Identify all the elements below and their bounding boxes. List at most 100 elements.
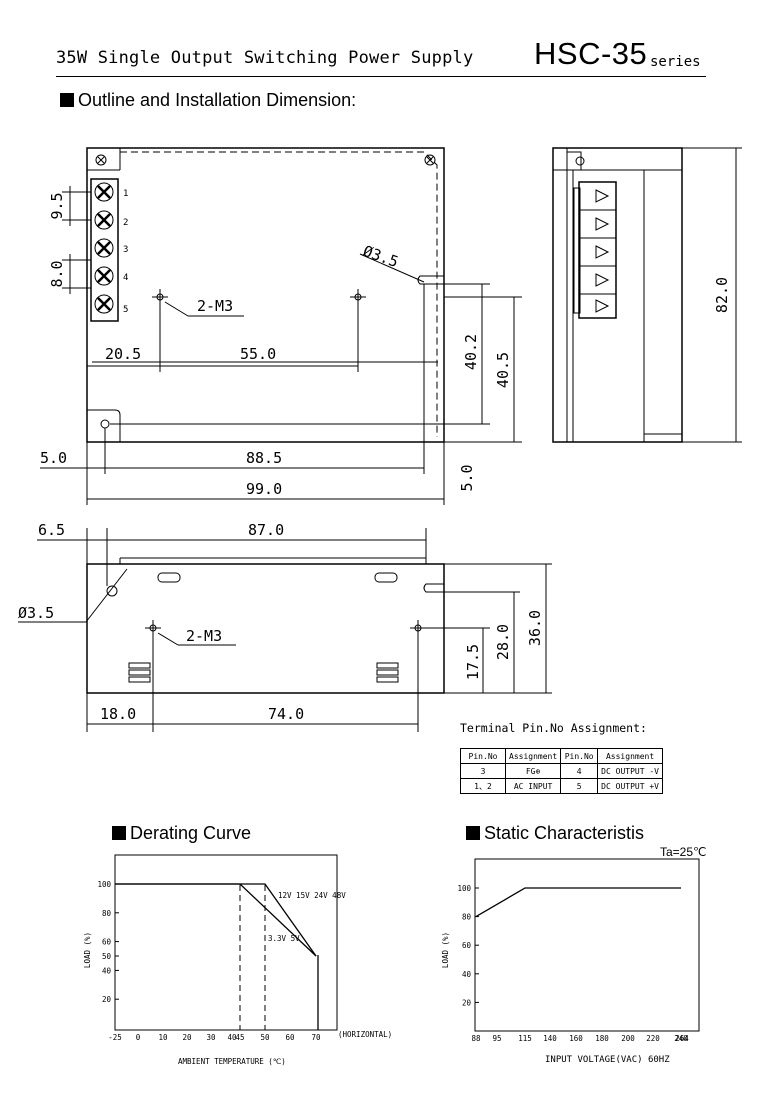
pin-number: 1 (123, 189, 128, 199)
outline-heading: Outline and Installation Dimension: (60, 90, 356, 111)
dim-5-0-right: 5.0 (458, 464, 476, 491)
dim-40-5: 40.5 (494, 352, 512, 388)
screw-label: 2-M3 (197, 297, 233, 315)
x-tick-label: 200 (621, 1034, 635, 1043)
table-cell: 1、2 (460, 778, 506, 794)
terminal-title: Terminal Pin.No Assignment: (460, 721, 647, 735)
y-tick-label: 80 (102, 909, 112, 918)
mounting-slot (423, 583, 444, 593)
derating-chart: 12V 15V 24V 48V 3.3V 5V 100 80 60 50 40 20 -2… (83, 854, 392, 1066)
bottom-view-outline (86, 563, 445, 694)
side-terminal-block (578, 181, 617, 319)
series-label: 12V 15V 24V 48V (278, 891, 346, 900)
x-tick-label: 70 (311, 1033, 321, 1042)
bullet-square-icon (112, 826, 126, 840)
x-tick-label: 140 (543, 1034, 557, 1043)
y-tick-label: 40 (102, 966, 112, 975)
dim-40-2: 40.2 (462, 334, 480, 370)
dim-74-0: 74.0 (268, 705, 304, 723)
x-tick-label: 30 (206, 1033, 216, 1042)
x-tick-label: 115 (518, 1034, 532, 1043)
y-tick-label: 60 (102, 938, 112, 947)
terminal-screw-icon (94, 294, 114, 314)
table-cell: DC OUTPUT -V (597, 763, 663, 779)
side-view: 82.0 (552, 147, 742, 443)
x-tick-label: 180 (595, 1034, 609, 1043)
dim-17-5: 17.5 (464, 644, 482, 680)
y-tick-label: 40 (462, 970, 472, 979)
table-row: 1、2 AC INPUT 5 DC OUTPUT +V (460, 778, 663, 794)
derating-series-3v3-5v (115, 883, 317, 957)
vent-slot (374, 572, 398, 583)
x-tick-label: 60 (285, 1033, 295, 1042)
x-tick-label: 0 (136, 1033, 141, 1042)
y-tick-label: 20 (462, 998, 472, 1007)
terminal-screw-icon (94, 266, 114, 286)
x-tick-label: 45 (235, 1033, 244, 1042)
y-tick-label: 60 (462, 941, 472, 950)
x-tick-label: -25 (108, 1033, 122, 1042)
dim-8-0: 8.0 (48, 260, 66, 287)
dim-87-0: 87.0 (248, 521, 284, 539)
hole-diameter-label: Ø3.5 (361, 242, 401, 271)
terminal-screw-icon (94, 182, 114, 202)
table-cell: FG⊕ (504, 763, 562, 779)
terminal-screws (94, 182, 114, 314)
bullet-square-icon (466, 826, 480, 840)
terminal-screw-icon (595, 273, 610, 287)
x-tick-label: 20 (182, 1033, 192, 1042)
x-axis-label: INPUT VOLTAGE(VAC) 60HZ (545, 1055, 670, 1065)
pin-number: 2 (123, 218, 128, 228)
model-name: HSC-35 (534, 36, 648, 71)
dim-6-5: 6.5 (38, 521, 65, 539)
table-cell: DC OUTPUT +V (597, 778, 663, 794)
bullet-square-icon (60, 93, 74, 107)
table-header: Pin.No (560, 748, 599, 764)
x-tick-label: 220 (646, 1034, 660, 1043)
hole-diameter-label: Ø3.5 (18, 604, 54, 622)
pin-number: 5 (123, 305, 128, 315)
dim-36-0: 36.0 (526, 610, 544, 646)
screw-icon (424, 154, 436, 166)
terminal-screw-icon (595, 217, 610, 231)
table-cell: 5 (560, 778, 599, 794)
dim-18-0: 18.0 (100, 705, 136, 723)
x-axis-label: AMBIENT TEMPERATURE (℃) (178, 1057, 286, 1066)
dim-99-0: 99.0 (246, 480, 282, 498)
mount-hole (100, 419, 110, 429)
side-terminal-screws (595, 189, 610, 313)
y-tick-label: 50 (102, 952, 112, 961)
side-view-outline (552, 147, 683, 443)
table-header-row: Pin.No Assignment Pin.No Assignment (460, 748, 663, 764)
y-tick-label: 80 (462, 913, 472, 922)
y-axis-label: LOAD (%) (441, 932, 450, 968)
y-tick-label: 100 (97, 880, 111, 889)
page-title: 35W Single Output Switching Power Supply (56, 48, 474, 68)
x-tick-label: 264 (675, 1034, 689, 1043)
terminal-screw-icon (595, 189, 610, 203)
top-view-outline (86, 147, 445, 443)
top-view-cover-dashed (120, 151, 438, 437)
pin-number: 3 (123, 245, 128, 255)
terminal-screw-icon (595, 245, 610, 259)
dim-55-0: 55.0 (240, 345, 276, 363)
x-tick-label: 40 (227, 1033, 237, 1042)
screw-label: 2-M3 (186, 627, 222, 645)
series-label: series (650, 54, 701, 70)
terminal-screw-icon (94, 210, 114, 230)
ambient-temp-label: Ta=25℃ (660, 845, 707, 859)
table-header: Assignment (597, 748, 663, 764)
table-header: Assignment (504, 748, 562, 764)
mount-hole (106, 585, 118, 597)
screw-icon (95, 154, 107, 166)
table-cell: 3 (460, 763, 506, 779)
series-label: 3.3V 5V (268, 934, 300, 943)
table-header: Pin.No (460, 748, 506, 764)
x-tick-label: 50 (260, 1033, 270, 1042)
terminal-block (90, 178, 119, 322)
mounting-slot (417, 275, 444, 285)
